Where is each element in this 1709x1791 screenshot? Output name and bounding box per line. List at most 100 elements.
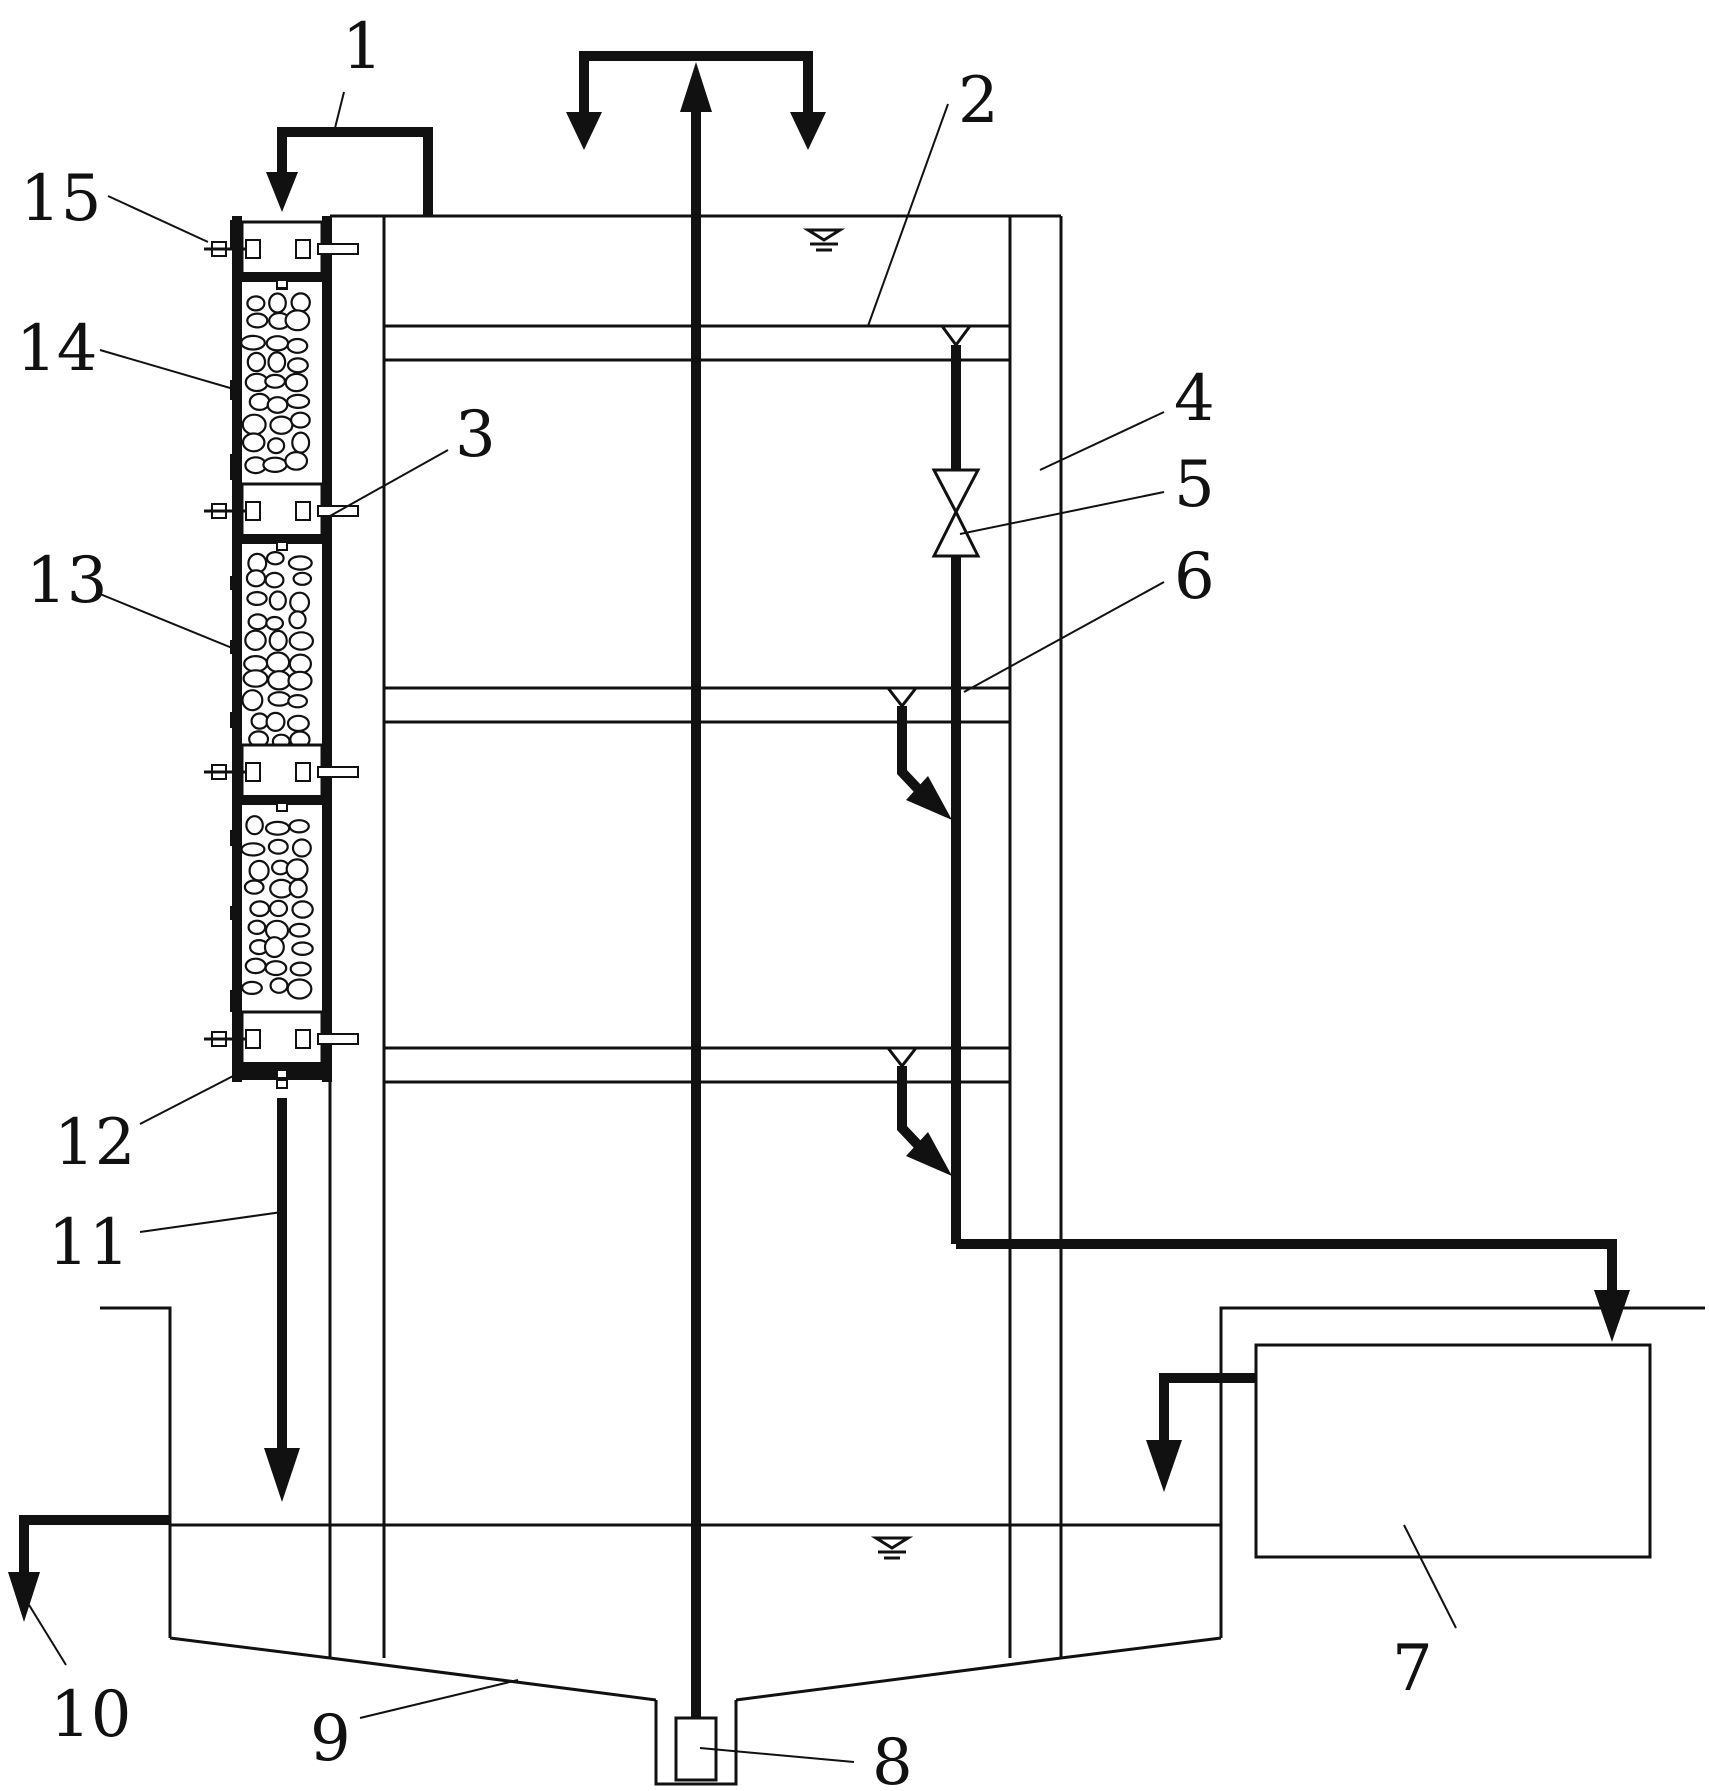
- media-stone: [288, 922, 311, 938]
- media-stone: [266, 396, 289, 414]
- label-1: 1: [342, 10, 383, 84]
- central-riser-pipe: [566, 51, 826, 1718]
- media-stone: [289, 591, 311, 614]
- branch-pipe-bottom: [897, 1066, 952, 1176]
- media-stone: [240, 334, 266, 351]
- media-stone: [290, 411, 311, 429]
- filter-media-stones: [240, 292, 314, 1000]
- media-stone: [287, 555, 313, 571]
- media-stone: [246, 590, 268, 606]
- media-stone: [289, 961, 312, 977]
- media-stone: [286, 978, 313, 1000]
- media-stone: [264, 373, 287, 389]
- media-stone: [291, 900, 314, 919]
- media-stone: [244, 957, 267, 975]
- valve: [931, 468, 981, 558]
- media-stone: [286, 357, 309, 374]
- flange-joint: [204, 482, 359, 551]
- media-stone: [247, 919, 267, 936]
- media-stone: [267, 838, 289, 855]
- media-stone: [249, 900, 271, 918]
- label-8: 8: [872, 1726, 913, 1791]
- column-drain-pipe: [264, 1098, 300, 1502]
- media-stone: [292, 571, 313, 586]
- media-stone: [268, 590, 287, 611]
- label-9: 9: [310, 1702, 351, 1776]
- label-14: 14: [16, 312, 97, 386]
- flange-joint: [204, 220, 359, 289]
- media-stone: [246, 295, 266, 312]
- media-stone: [265, 335, 290, 352]
- overflow-funnel-bottom: [886, 1047, 918, 1069]
- flange-joints: [204, 220, 359, 1079]
- media-stone: [286, 393, 311, 409]
- flange-joint: [204, 1010, 359, 1079]
- inlet-pipe: [266, 127, 433, 216]
- media-stone: [267, 670, 292, 691]
- media-stone: [265, 651, 291, 673]
- media-stone: [265, 711, 286, 733]
- media-stone: [245, 815, 264, 836]
- storage-tank: [1146, 1343, 1652, 1559]
- media-stone: [246, 312, 269, 329]
- media-stone: [287, 694, 309, 709]
- drain-pipe: [951, 345, 1630, 1342]
- overflow-funnel-top: [940, 325, 972, 348]
- media-stone: [291, 431, 311, 454]
- media-stone: [248, 392, 271, 411]
- label-5: 5: [1174, 448, 1215, 522]
- media-stone: [241, 980, 263, 996]
- media-stone: [265, 615, 285, 631]
- label-15: 15: [20, 162, 101, 236]
- overflow-funnel-middle: [886, 687, 918, 709]
- media-stone: [284, 372, 309, 393]
- media-stone: [264, 571, 285, 589]
- media-stone: [268, 292, 287, 314]
- media-stone: [241, 689, 264, 712]
- media-stone: [285, 858, 309, 881]
- label-7: 7: [1392, 1632, 1433, 1706]
- media-stone: [291, 941, 314, 956]
- media-stone: [288, 878, 308, 899]
- media-stone: [241, 432, 266, 453]
- media-stone: [288, 819, 310, 834]
- media-stone: [262, 456, 288, 473]
- media-stone: [269, 415, 294, 435]
- label-4: 4: [1174, 362, 1215, 436]
- media-stone: [247, 613, 268, 631]
- media-stone: [265, 551, 285, 566]
- leader-lines: [25, 91, 1457, 1763]
- media-stone: [286, 714, 310, 733]
- media-stone: [244, 629, 267, 652]
- media-stone: [290, 292, 311, 313]
- callout-labels: 1 2 3 4 5 6 7 8 9 10 11 12 13 14 15: [16, 10, 1433, 1791]
- media-stone: [264, 820, 291, 836]
- flange-joint: [204, 743, 359, 812]
- media-stone: [250, 712, 269, 730]
- media-stone: [241, 413, 267, 436]
- media-stone: [267, 351, 287, 373]
- label-6: 6: [1174, 540, 1215, 614]
- media-stone: [264, 960, 288, 977]
- media-stone: [246, 351, 267, 373]
- media-stone: [269, 977, 289, 994]
- filter-column: [204, 216, 359, 1089]
- label-2: 2: [958, 64, 999, 138]
- media-stone: [284, 309, 311, 332]
- media-stone: [288, 631, 314, 651]
- media-stone: [288, 653, 312, 675]
- media-stone: [240, 842, 266, 857]
- media-stone: [242, 669, 269, 688]
- branch-pipe-middle: [897, 706, 952, 820]
- media-stone: [286, 337, 309, 354]
- media-stone: [287, 670, 313, 691]
- media-stone: [291, 838, 312, 858]
- media-stone: [268, 899, 289, 918]
- media-stone: [263, 936, 285, 959]
- water-level-symbol-bottom: [870, 1536, 914, 1560]
- label-11: 11: [48, 1206, 129, 1280]
- label-10: 10: [50, 1678, 131, 1752]
- media-stone: [268, 629, 288, 652]
- label-3: 3: [455, 398, 496, 472]
